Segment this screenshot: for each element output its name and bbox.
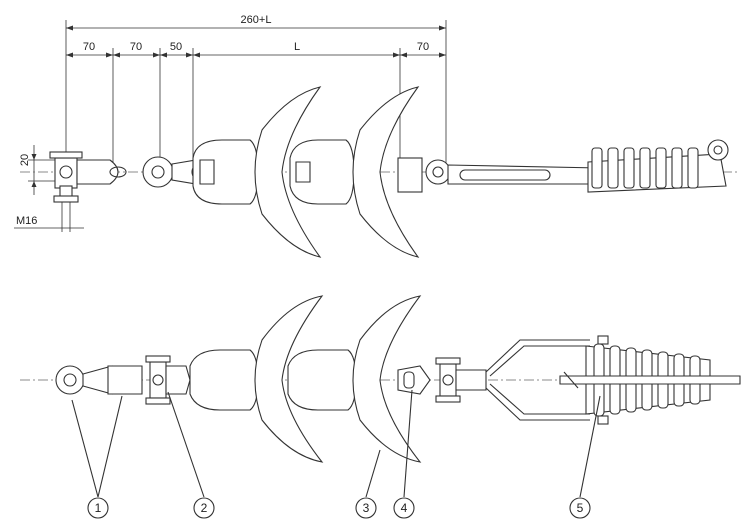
callout-4-label: 4 [401,501,408,515]
dim-4: L [294,41,300,53]
callout-2-label: 2 [201,501,208,515]
callout-5: 5 [569,497,591,519]
dim-3: 50 [170,41,182,53]
callout-2: 2 [193,497,215,519]
dimension-lines: 260+L 70 70 50 L 70 20 M16 [14,14,447,232]
callout-5-label: 5 [577,501,584,515]
callout-1: 1 [87,497,109,519]
callout-leaders [71,389,601,498]
dim-overall: 260+L [241,14,272,26]
dim-2: 70 [130,41,142,53]
callout-4: 4 [393,497,415,519]
callout-1-label: 1 [95,501,102,515]
top-assembly [20,86,740,258]
callout-3-label: 3 [363,501,370,515]
bottom-assembly [20,295,741,463]
dim-vertical: 20 [19,154,31,166]
dim-5: 70 [417,41,429,53]
dim-thread: M16 [16,215,37,227]
dim-1: 70 [83,41,95,53]
callout-3: 3 [355,497,377,519]
